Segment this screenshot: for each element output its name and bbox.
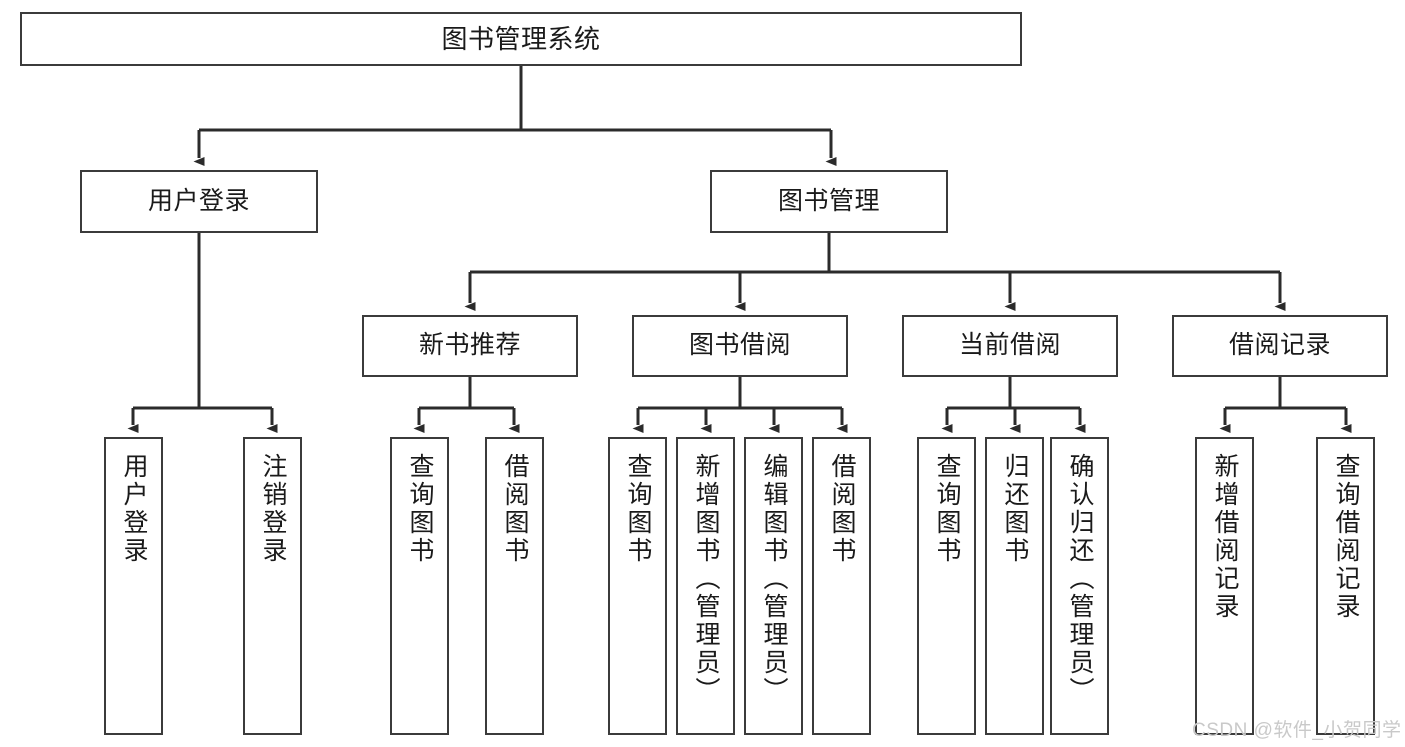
node-label: 借阅记录 xyxy=(1228,331,1331,360)
node-label: 当前借阅 xyxy=(958,331,1061,360)
leaf-current-confirm-return-admin[interactable]: 确认归还（管理员） xyxy=(1050,437,1109,735)
leaf-borrow-edit-book-admin[interactable]: 编辑图书（管理员） xyxy=(744,437,803,735)
node-label: 编辑图书（管理员） xyxy=(760,453,788,705)
node-current-borrowing[interactable]: 当前借阅 xyxy=(902,315,1118,377)
node-label: 用户登录 xyxy=(147,186,250,215)
node-label: 借阅图书 xyxy=(828,453,856,565)
watermark-text: CSDN @软件_小贺同学 xyxy=(1192,720,1402,741)
node-label: 图书借阅 xyxy=(688,331,791,360)
leaf-records-query-record[interactable]: 查询借阅记录 xyxy=(1316,437,1375,735)
leaf-borrow-query-book[interactable]: 查询图书 xyxy=(608,437,667,735)
node-label: 确认归还（管理员） xyxy=(1066,453,1094,705)
node-label: 查询图书 xyxy=(406,453,434,565)
leaf-borrow-borrow-book[interactable]: 借阅图书 xyxy=(812,437,871,735)
node-label: 新增借阅记录 xyxy=(1211,453,1239,621)
leaf-records-add-record[interactable]: 新增借阅记录 xyxy=(1195,437,1254,735)
node-label: 用户登录 xyxy=(120,453,148,565)
node-label: 注销登录 xyxy=(259,453,287,565)
node-label: 图书管理 xyxy=(777,186,880,215)
leaf-new-books-borrow-book[interactable]: 借阅图书 xyxy=(485,437,544,735)
leaf-borrow-add-book-admin[interactable]: 新增图书（管理员） xyxy=(676,437,735,735)
leaf-current-query-book[interactable]: 查询图书 xyxy=(917,437,976,735)
node-book-management[interactable]: 图书管理 xyxy=(710,170,948,233)
node-new-book-recommendation[interactable]: 新书推荐 xyxy=(362,315,578,377)
leaf-new-books-query-book[interactable]: 查询图书 xyxy=(390,437,449,735)
leaf-user-login-logout[interactable]: 注销登录 xyxy=(243,437,302,735)
node-label: 图书管理系统 xyxy=(441,23,601,54)
node-label: 归还图书 xyxy=(1001,453,1029,565)
leaf-current-return-book[interactable]: 归还图书 xyxy=(985,437,1044,735)
node-label: 新书推荐 xyxy=(418,331,521,360)
node-label: 查询图书 xyxy=(933,453,961,565)
node-book-borrowing[interactable]: 图书借阅 xyxy=(632,315,848,377)
node-borrowing-records[interactable]: 借阅记录 xyxy=(1172,315,1388,377)
node-label: 借阅图书 xyxy=(501,453,529,565)
node-user-login[interactable]: 用户登录 xyxy=(80,170,318,233)
node-root-system[interactable]: 图书管理系统 xyxy=(20,12,1022,66)
leaf-user-login-login[interactable]: 用户登录 xyxy=(104,437,163,735)
node-label: 查询图书 xyxy=(624,453,652,565)
node-label: 查询借阅记录 xyxy=(1332,453,1360,621)
node-label: 新增图书（管理员） xyxy=(692,453,720,705)
